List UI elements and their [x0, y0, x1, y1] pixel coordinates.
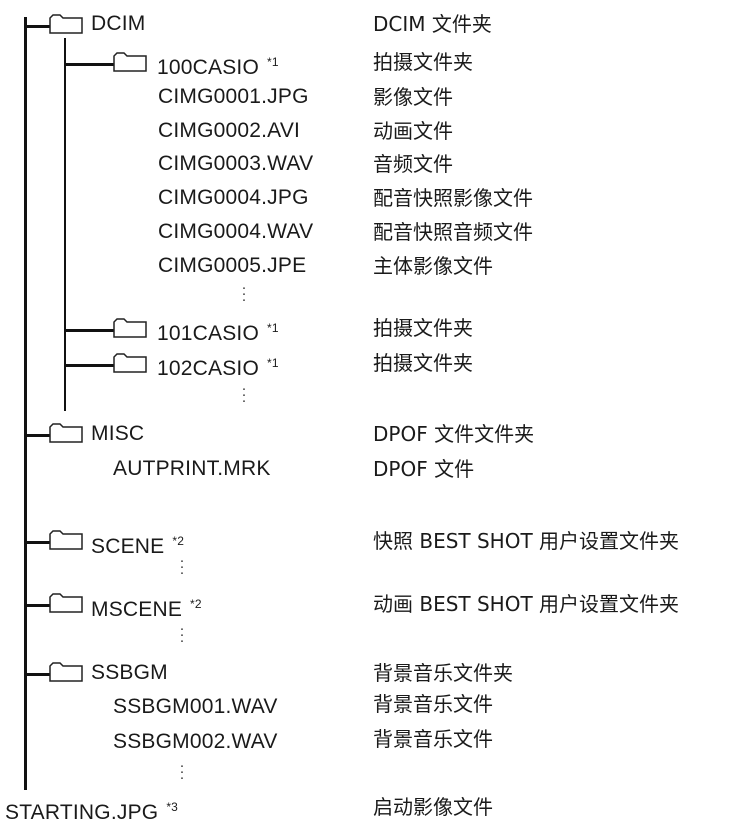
folder-desc-101casio: 拍摄文件夹 — [373, 316, 473, 340]
folder-name-misc: MISC — [91, 422, 145, 445]
folder-icon — [49, 530, 83, 550]
file-name: CIMG0004.JPG — [158, 186, 309, 209]
folder-desc-100casio: 拍摄文件夹 — [373, 50, 473, 74]
branch-101casio — [64, 329, 114, 332]
file-name: SSBGM001.WAV — [113, 695, 278, 718]
file-desc: 音频文件 — [373, 152, 453, 176]
root-vertical-line — [24, 17, 27, 790]
vertical-ellipsis-icon: ··· — [179, 757, 185, 786]
folder-name-101casio: 101CASIO*1 — [157, 321, 279, 345]
folder-desc-ssbgm: 背景音乐文件夹 — [373, 661, 513, 685]
folder-desc-102casio: 拍摄文件夹 — [373, 351, 473, 375]
folder-icon — [113, 353, 147, 373]
folder-desc-scene: 快照 BEST SHOT 用户设置文件夹 — [373, 529, 680, 553]
file-name: CIMG0002.AVI — [158, 119, 301, 142]
branch-mscene — [24, 604, 50, 607]
file-desc-autprint: DPOF 文件 — [373, 457, 475, 481]
footnote-mark: *1 — [267, 321, 279, 335]
file-name-starting: STARTING.JPG*3 — [5, 800, 179, 824]
folder-icon — [49, 593, 83, 613]
folder-icon — [49, 423, 83, 443]
footnote-mark: *1 — [267, 356, 279, 370]
branch-misc — [24, 434, 50, 437]
file-desc: 影像文件 — [373, 85, 453, 109]
folder-desc-dcim: DCIM 文件夹 — [373, 12, 492, 36]
folder-name-mscene: MSCENE*2 — [91, 597, 202, 621]
footnote-mark: *1 — [267, 55, 279, 69]
branch-ssbgm — [24, 673, 50, 676]
vertical-ellipsis-icon: ··· — [179, 620, 185, 649]
file-name: SSBGM002.WAV — [113, 730, 278, 753]
file-name: CIMG0004.WAV — [158, 220, 314, 243]
vertical-ellipsis-icon: ··· — [241, 279, 247, 308]
folder-name-scene: SCENE*2 — [91, 534, 185, 558]
file-desc: 主体影像文件 — [373, 254, 493, 278]
folder-desc-mscene: 动画 BEST SHOT 用户设置文件夹 — [373, 592, 680, 616]
footnote-mark: *2 — [172, 534, 185, 548]
footnote-mark: *3 — [166, 800, 179, 814]
file-name-autprint: AUTPRINT.MRK — [113, 457, 271, 480]
folder-desc-misc: DPOF 文件文件夹 — [373, 422, 535, 446]
branch-100casio — [64, 63, 114, 66]
footnote-mark: *2 — [190, 597, 202, 611]
branch-scene — [24, 541, 50, 544]
vertical-ellipsis-icon: ··· — [179, 552, 185, 581]
file-name: CIMG0005.JPE — [158, 254, 307, 277]
file-desc: 背景音乐文件 — [373, 692, 493, 716]
folder-icon — [49, 14, 83, 34]
file-desc: 动画文件 — [373, 119, 453, 143]
folder-name-100casio: 100CASIO*1 — [157, 55, 279, 79]
folder-icon — [113, 52, 147, 72]
folder-name-102casio: 102CASIO*1 — [157, 356, 279, 380]
file-desc: 配音快照影像文件 — [373, 186, 533, 210]
dcim-vertical-line — [64, 38, 66, 411]
file-desc-starting: 启动影像文件 — [373, 795, 493, 819]
folder-icon — [49, 662, 83, 682]
file-desc: 配音快照音频文件 — [373, 220, 533, 244]
folder-name-ssbgm: SSBGM — [91, 661, 168, 684]
folder-name-dcim: DCIM — [91, 12, 146, 35]
branch-102casio — [64, 364, 114, 367]
file-desc: 背景音乐文件 — [373, 727, 493, 751]
branch-dcim — [24, 25, 50, 28]
folder-icon — [113, 318, 147, 338]
file-name: CIMG0001.JPG — [158, 85, 309, 108]
file-name: CIMG0003.WAV — [158, 152, 314, 175]
vertical-ellipsis-icon: ··· — [241, 380, 247, 409]
